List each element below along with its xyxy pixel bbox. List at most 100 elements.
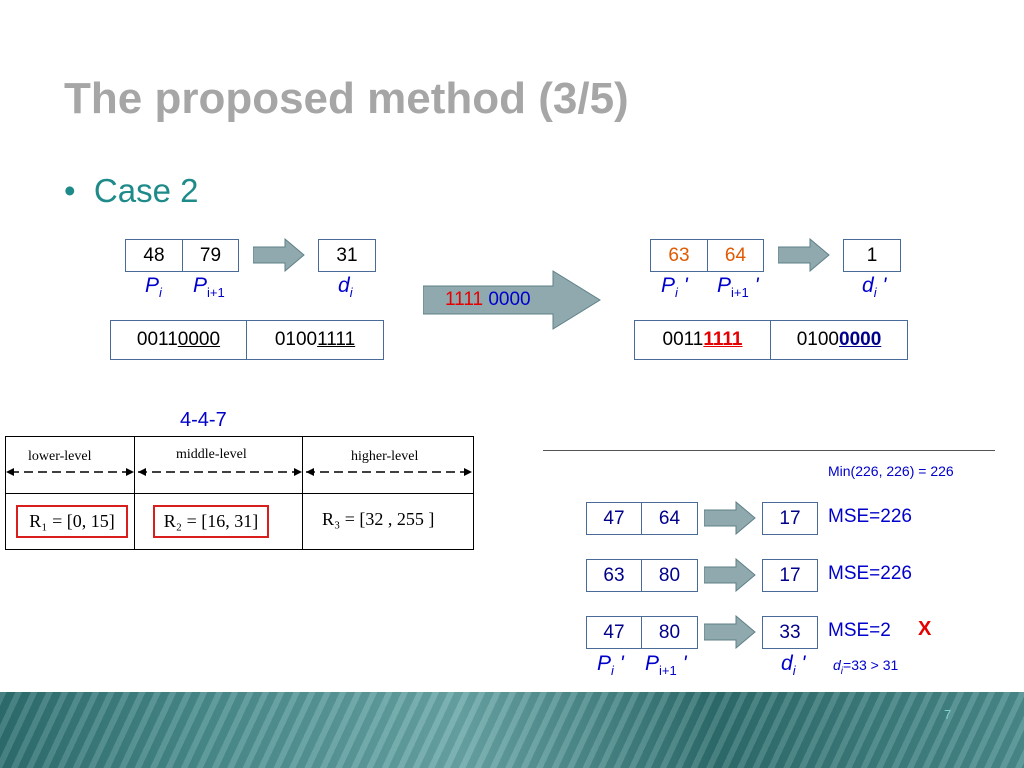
candidate-pair-3: 47 80 — [586, 616, 698, 649]
right-arrow-icon — [704, 615, 756, 649]
label-sub: i+1 — [207, 285, 225, 301]
label-p: P — [645, 652, 660, 675]
condition-d: d — [833, 657, 841, 673]
range-divider — [6, 493, 473, 494]
original-pixel-pair: 48 79 — [125, 239, 239, 272]
range-header-higher: higher-level — [351, 449, 419, 464]
candidate-pair-2: 63 80 — [586, 559, 698, 592]
difference-d-i: 31 — [318, 239, 376, 272]
binary-tail: 0000 — [839, 329, 882, 350]
binary-head: 0100 — [274, 329, 318, 350]
candidate-d-2: 17 — [762, 559, 818, 592]
label-prime: ' — [619, 652, 624, 675]
candidate-d-3: 33 — [762, 616, 818, 649]
min-note: Min(226, 226) = 226 — [828, 463, 954, 479]
range-divider — [134, 437, 135, 549]
label-p: P — [717, 274, 732, 297]
label-p-i: Pi — [145, 274, 162, 300]
candidate-d-1: 17 — [762, 502, 818, 535]
label-d: d — [862, 274, 874, 297]
candidate-mse-2: MSE=226 — [828, 563, 912, 584]
binary-tail: 0000 — [177, 329, 221, 350]
range-header-lower: lower-level — [28, 449, 92, 464]
label-d-i: di — [338, 274, 353, 300]
pixel-p-i-prime: 63 — [668, 244, 690, 266]
range-r3: R₃ = [32 , 255 ] — [322, 509, 434, 530]
transform-arrow-icon — [423, 270, 601, 330]
binary-tail: 1111 — [703, 329, 743, 350]
right-arrow-icon — [778, 238, 830, 272]
candidate-d-value: 17 — [779, 507, 801, 529]
label-sub: i+1 — [731, 285, 749, 301]
transform-bits: 1111 0000 — [445, 289, 531, 311]
label-sub: i — [675, 285, 678, 301]
label-prime: ' — [683, 274, 688, 297]
range-divider — [302, 437, 303, 549]
label-p-i-prime: Pi ' — [661, 274, 688, 300]
right-arrow-icon — [704, 501, 756, 535]
range-table: lower-level middle-level higher-level R₁… — [5, 436, 474, 550]
right-arrow-icon — [704, 558, 756, 592]
slide-title: The proposed method (3/5) — [64, 74, 629, 123]
candidate-mse-1: MSE=226 — [828, 506, 912, 527]
candidate-p-i1: 80 — [641, 560, 697, 591]
label-sub: i — [349, 285, 353, 301]
binary-head: 0011 — [136, 329, 178, 350]
label-p: P — [661, 274, 676, 297]
label-prime: ' — [882, 274, 887, 297]
pixel-p-i1-prime: 64 — [707, 240, 763, 271]
label-p: P — [145, 274, 160, 297]
label-p: P — [597, 652, 612, 675]
footer-banner-image — [0, 692, 1024, 768]
candidate-p-i: 47 — [603, 507, 625, 529]
range-r1: R₁ = [0, 15] — [16, 505, 128, 538]
candidate-p-i: 63 — [603, 564, 625, 586]
label-d: d — [781, 652, 793, 675]
right-arrow-icon — [253, 238, 305, 272]
condition-rest: =33 > 31 — [843, 657, 899, 673]
label-sub: i+1 — [659, 663, 677, 679]
bits-red: 1111 — [445, 289, 484, 310]
label-prime: ' — [801, 652, 806, 675]
new-difference-d-i: 1 — [843, 239, 901, 272]
new-pixel-pair: 63 64 — [650, 239, 764, 272]
range-dashed-arrows — [6, 468, 472, 476]
label-p-i1: Pi+1 — [193, 274, 225, 300]
bullet-case-2: • Case 2 — [64, 172, 199, 209]
candidate-d-value: 17 — [779, 564, 801, 586]
label-d-i-prime: di ' — [781, 652, 805, 678]
bullet-text: Case 2 — [93, 172, 199, 209]
label-p: P — [193, 274, 208, 297]
label-p-i-prime: Pi ' — [597, 652, 624, 678]
candidate-p-i1: 64 — [641, 503, 697, 534]
section-divider — [543, 450, 995, 451]
label-sub: i — [611, 663, 614, 679]
page-number: 7 — [944, 707, 952, 722]
difference-value: 1 — [866, 244, 878, 266]
candidate-mse-3: MSE=2 — [828, 620, 891, 641]
label-sub: i — [159, 285, 162, 301]
binary-head: 0100 — [796, 329, 839, 350]
range-r2: R₂ = [16, 31] — [153, 505, 269, 538]
candidate-d-value: 33 — [779, 621, 801, 643]
bits-blue: 0000 — [488, 289, 531, 310]
candidate-p-i: 47 — [603, 621, 625, 643]
difference-value: 31 — [336, 244, 358, 266]
label-sub: i — [792, 663, 796, 679]
range-r1-text: R₁ = [0, 15] — [29, 511, 115, 531]
label-sub: i — [873, 285, 877, 301]
range-table-caption: 4-4-7 — [180, 409, 227, 431]
condition-sub: i — [840, 665, 844, 677]
range-r3-text: R₃ = [32 , 255 ] — [322, 509, 435, 529]
condition-note: di=33 > 31 — [833, 657, 898, 677]
range-r2-text: R₂ = [16, 31] — [163, 511, 259, 531]
range-header-middle: middle-level — [176, 447, 247, 462]
pixel-p-i: 48 — [143, 244, 165, 266]
binary-tail: 1111 — [317, 329, 356, 350]
label-d: d — [338, 274, 350, 297]
